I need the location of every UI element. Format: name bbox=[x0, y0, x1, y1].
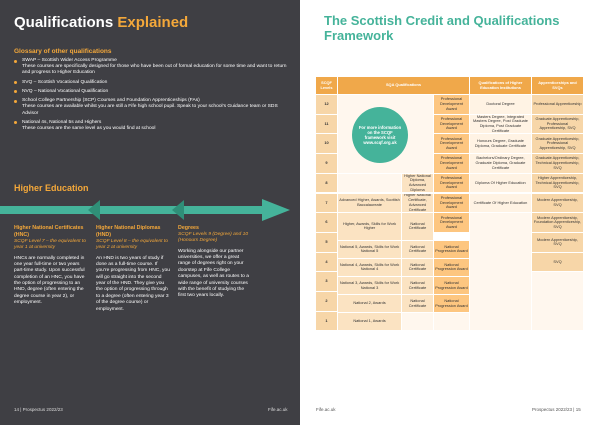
apprenticeship-cell: Graduate Apprenticeship, Professional Ap… bbox=[532, 134, 583, 154]
header-apprenticeships: Apprenticeships and SVQs bbox=[532, 77, 583, 94]
sqa-cell: National Certificate bbox=[402, 240, 433, 258]
hei-cell: Bachelors/Ordinary Degree, Graduate Dipl… bbox=[470, 154, 531, 173]
level-cell: 7 bbox=[316, 193, 337, 213]
sqa-cell: National 2, Awards bbox=[338, 295, 401, 313]
npa-cell: National Progression Award bbox=[434, 277, 469, 295]
column-body: An HND is two years of study if done as … bbox=[96, 255, 170, 312]
empty-area bbox=[470, 213, 531, 331]
hei-cell: Diploma Of Higher Education bbox=[470, 173, 531, 193]
pda-cell: Professional Development Award bbox=[434, 95, 469, 114]
title-word-2: Explained bbox=[117, 14, 189, 31]
column-subtitle: SCQF Level 8 – the equivalent to year 2 … bbox=[96, 238, 168, 251]
empty-area bbox=[338, 173, 401, 193]
apprenticeship-cell: Modern Apprenticeship, Foundation Appren… bbox=[532, 213, 583, 232]
sqa-cell: Higher National Certificate, Advanced Ce… bbox=[402, 193, 433, 213]
level-cell: 10 bbox=[316, 134, 337, 154]
pda-cell: Professional Development Award bbox=[434, 154, 469, 173]
arrow-graphic bbox=[0, 199, 290, 221]
apprenticeship-cell: Graduate Apprenticeship, Technical Appre… bbox=[532, 154, 583, 173]
glossary-item: SVQ – Scottish Vocational Qualification bbox=[14, 80, 292, 86]
npa-cell: National Progression Award bbox=[434, 240, 469, 258]
apprenticeship-cell: Modern Apprenticeship, SVQ bbox=[532, 193, 583, 213]
empty-area bbox=[402, 313, 433, 331]
sqa-cell: National Certificate bbox=[402, 213, 433, 240]
column-title: Higher National Certificates (HNC) bbox=[14, 225, 84, 238]
column-subtitle: SCQF Level 7 – the equivalent to year 1 … bbox=[14, 238, 86, 251]
sqa-cell: National Certificate bbox=[402, 258, 433, 276]
column-body: Working alongside our partner universiti… bbox=[178, 248, 249, 299]
apprenticeship-cell: SVQ bbox=[532, 252, 583, 272]
pda-cell: Professional Development Award bbox=[434, 213, 469, 232]
hei-cell: Honours Degree, Graduate Diploma, Gradua… bbox=[470, 134, 531, 154]
left-page: Qualifications Explained Glossary of oth… bbox=[0, 0, 300, 425]
footer-site: Fife.ac.uk bbox=[316, 407, 336, 412]
pda-cell: Professional Development Award bbox=[434, 193, 469, 213]
hei-cell: Certificate Of Higher Education bbox=[470, 193, 531, 213]
glossary-item: NVQ – National Vocational Qualification bbox=[14, 89, 292, 95]
arrow-icon bbox=[0, 199, 290, 221]
sqa-cell: National 4, Awards, Skills for Work Nati… bbox=[338, 258, 401, 276]
framework-title: The Scottish Credit and Qualifications F… bbox=[324, 13, 560, 43]
glossary-item: SWAP – Scottish Wider Access Programme T… bbox=[14, 58, 292, 77]
glossary-list: SWAP – Scottish Wider Access Programme T… bbox=[14, 58, 292, 135]
sqa-cell: Higher National Diploma, Advanced Diplom… bbox=[402, 173, 433, 193]
title-word-1: Qualifications bbox=[14, 14, 114, 31]
pda-cell: Professional Development Award bbox=[434, 114, 469, 134]
sqa-cell: National Certificate bbox=[402, 277, 433, 295]
level-cell: 11 bbox=[316, 114, 337, 134]
footer-site: Fife.ac.uk bbox=[268, 407, 288, 412]
npa-cell: National Progression Award bbox=[434, 258, 469, 276]
info-circle: For more information on the SCQF framewo… bbox=[352, 107, 408, 163]
pda-cell: Professional Development Award bbox=[434, 134, 469, 154]
npa-cell: National Progression Award bbox=[434, 295, 469, 313]
footer-page: 14 | Prospectus 2022/23 bbox=[14, 407, 63, 412]
he-column-degrees: Degrees SCQF Levels 9 (Degree) and 10 (H… bbox=[178, 225, 252, 300]
column-body: HNCs are normally completed in one year … bbox=[14, 255, 85, 306]
sqa-cell: National 5, Awards, Skills for Work Nati… bbox=[338, 240, 401, 258]
level-cell: 6 bbox=[316, 213, 337, 232]
sqa-cell: National Certificate bbox=[402, 295, 433, 313]
level-cell: 9 bbox=[316, 154, 337, 173]
apprenticeship-cell: Professional Apprenticeship bbox=[532, 95, 583, 114]
empty-area bbox=[532, 272, 583, 331]
level-cell: 3 bbox=[316, 272, 337, 291]
sqa-cell: National 3, Awards, Skills for Work Nati… bbox=[338, 277, 401, 295]
apprenticeship-cell: Modern Apprenticeship, SVQ bbox=[532, 232, 583, 252]
level-cell: 8 bbox=[316, 173, 337, 193]
apprenticeship-cell: Graduate Apprenticeship, Professional Ap… bbox=[532, 114, 583, 134]
he-column-hnd: Higher National Diplomas (HND) SCQF Leve… bbox=[96, 225, 170, 313]
sqa-cell: National 1, Awards bbox=[338, 313, 401, 331]
level-cell: 12 bbox=[316, 95, 337, 114]
empty-area bbox=[434, 313, 469, 331]
apprenticeship-cell: Higher Apprenticeship, Technical Apprent… bbox=[532, 173, 583, 193]
page-title: Qualifications Explained bbox=[14, 14, 188, 31]
header-levels: SCQF Levels bbox=[316, 77, 337, 94]
higher-education-heading: Higher Education bbox=[14, 183, 89, 193]
sqa-cell: Advanced Higher, Awards, Scottish Baccal… bbox=[338, 193, 401, 213]
chevron-right-icon bbox=[88, 200, 100, 220]
pda-cell: Professional Development Award bbox=[434, 173, 469, 193]
level-cell: 2 bbox=[316, 292, 337, 311]
header-hei: Qualifications of Higher Education Insti… bbox=[470, 77, 531, 94]
he-column-hnc: Higher National Certificates (HNC) SCQF … bbox=[14, 225, 88, 307]
level-cell: 5 bbox=[316, 232, 337, 252]
hei-cell: Doctoral Degree bbox=[470, 95, 531, 114]
column-title: Degrees bbox=[178, 225, 199, 231]
chevron-right-icon bbox=[172, 200, 184, 220]
column-title: Higher National Diplomas (HND) bbox=[96, 225, 161, 238]
column-subtitle: SCQF Levels 9 (Degree) and 10 (Honours D… bbox=[178, 231, 249, 244]
level-cell: 1 bbox=[316, 311, 337, 331]
level-cell: 4 bbox=[316, 252, 337, 272]
footer-page: Prospectus 2022/23 | 15 bbox=[532, 407, 581, 412]
header-sqa: SQA Qualifications bbox=[338, 77, 469, 94]
glossary-item: National 4s, National 5s and Highers The… bbox=[14, 120, 292, 132]
sqa-cell: Higher, Awards, Skills for Work Higher bbox=[338, 213, 401, 240]
right-page: The Scottish Credit and Qualifications F… bbox=[300, 0, 600, 425]
glossary-item: School College Partnership (SCP) Courses… bbox=[14, 98, 292, 117]
hei-cell: Masters Degree, Integrated Masters Degre… bbox=[470, 114, 531, 134]
glossary-heading: Glossary of other qualifications bbox=[14, 48, 112, 55]
